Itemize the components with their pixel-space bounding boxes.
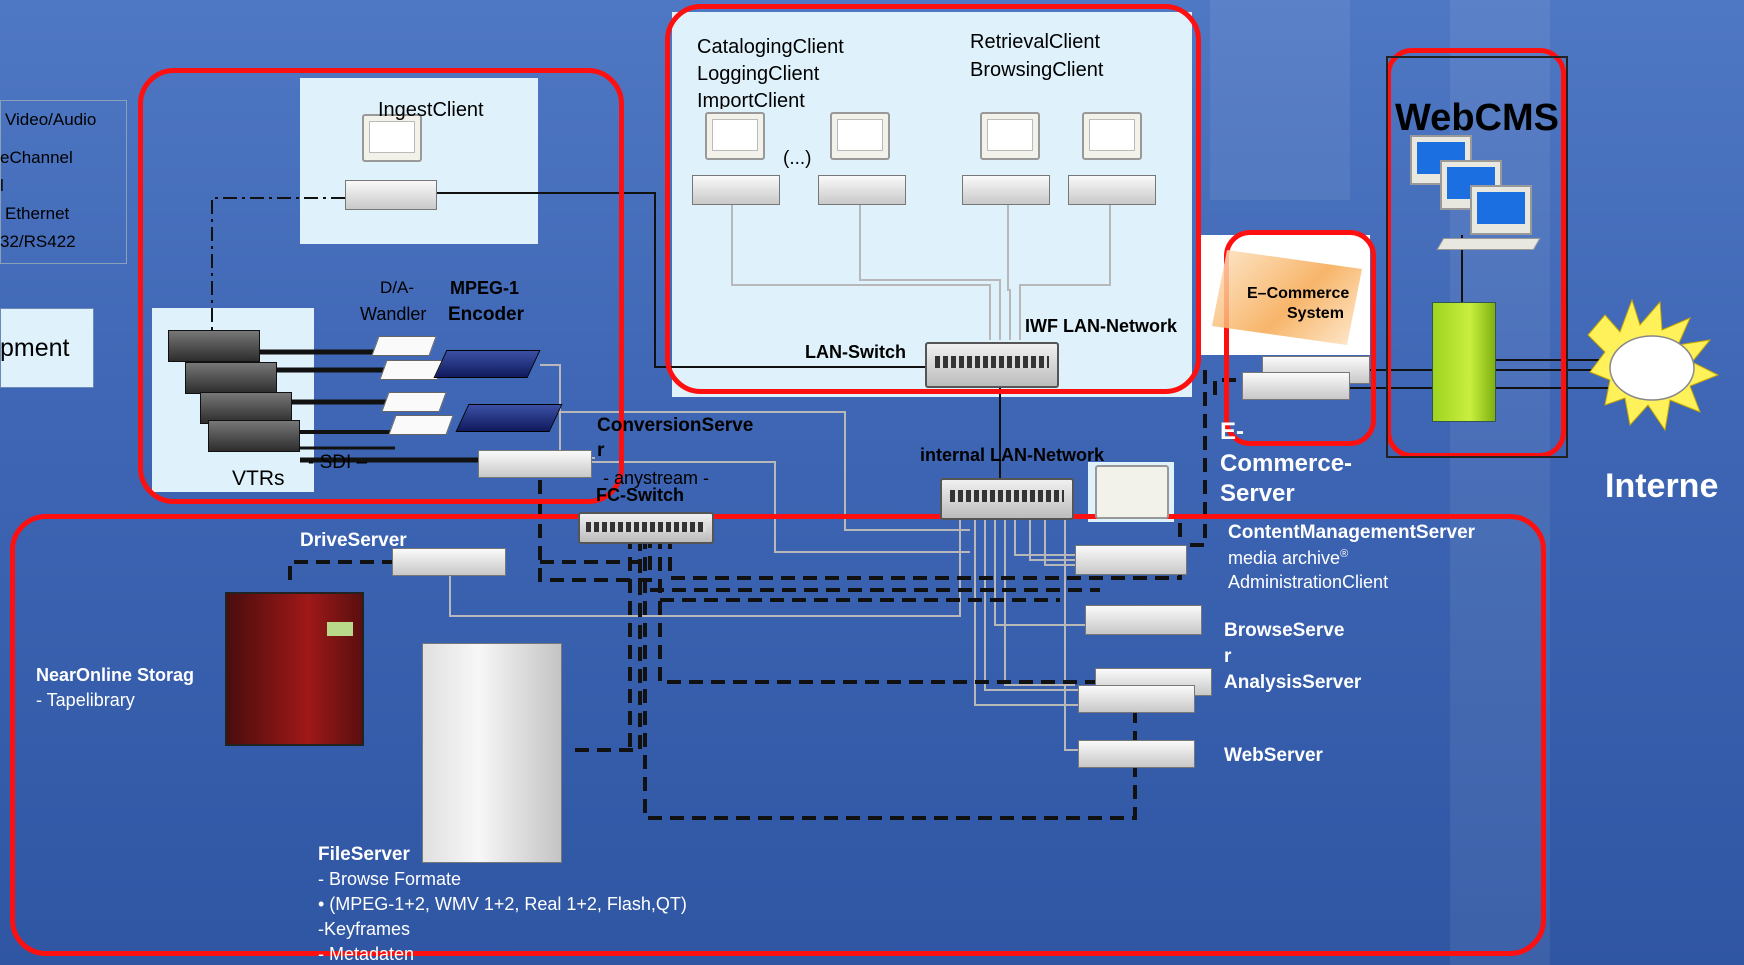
client-label-browsing: BrowsingClient bbox=[970, 59, 1104, 81]
legend-item-rs422: 32/RS422 bbox=[0, 232, 76, 251]
client-label-import: ImportClient bbox=[697, 90, 805, 109]
webcms-title: WebCMS bbox=[1395, 97, 1559, 139]
legend-item-l: l bbox=[0, 176, 4, 195]
fileserver-title: FileServer bbox=[318, 844, 410, 865]
client-label-cataloging: CatalogingClient bbox=[697, 36, 844, 58]
anystream-label: - anystream - bbox=[603, 468, 710, 488]
da-converter-icon bbox=[388, 415, 454, 435]
encoder-label-line1: MPEG-1 bbox=[450, 278, 520, 298]
clients-ellipsis: (...) bbox=[783, 148, 812, 169]
vtr-deck-icon bbox=[200, 392, 292, 424]
registered-mark: ® bbox=[1340, 548, 1349, 560]
legend-box bbox=[0, 100, 127, 264]
analysis-server-label: AnalysisServer bbox=[1224, 672, 1362, 693]
ecommerce-server-line2: Commerce- bbox=[1220, 450, 1353, 477]
retrieval-monitor-icon bbox=[980, 112, 1040, 160]
cms-server-icon bbox=[1075, 545, 1187, 575]
conversion-server-icon bbox=[478, 450, 592, 478]
cms-sub-line2: AdministrationClient bbox=[1228, 572, 1389, 592]
tape-library-icon bbox=[225, 592, 364, 746]
cataloging-pc-icon bbox=[692, 175, 780, 205]
webcms-tower-icon bbox=[1432, 302, 1496, 422]
import-pc-icon bbox=[818, 175, 906, 205]
fileserver-line: - Metadaten bbox=[318, 944, 415, 964]
encoder-label-line2: Encoder bbox=[448, 304, 525, 325]
servers-highlight bbox=[10, 514, 1546, 956]
cms-sub-line1: media archive® bbox=[1228, 548, 1348, 570]
lan-switch-label: LAN-Switch bbox=[805, 342, 906, 362]
browsing-pc-icon bbox=[1068, 175, 1156, 205]
drive-server-label: DriveServer bbox=[300, 530, 407, 551]
storage-sub: - Tapelibrary bbox=[36, 690, 135, 710]
lan-switch-icon bbox=[925, 342, 1059, 388]
import-monitor-icon bbox=[830, 112, 890, 160]
mpeg-encoder-icon bbox=[433, 350, 541, 378]
equipment-box bbox=[0, 308, 94, 388]
fc-switch-label: FC-Switch bbox=[596, 485, 684, 505]
iwf-network-label: IWF LAN-Network bbox=[1025, 316, 1177, 336]
ecommerce-box-icon bbox=[1212, 250, 1362, 345]
vtr-deck-icon bbox=[185, 362, 277, 394]
ingest-pc-icon bbox=[345, 180, 437, 210]
client-label-retrieval: RetrievalClient bbox=[970, 31, 1101, 53]
webcms-monitor-icon bbox=[1470, 185, 1532, 235]
ingest-highlight bbox=[138, 68, 624, 504]
browse-server-icon bbox=[1085, 605, 1202, 635]
clients-highlight bbox=[665, 4, 1201, 394]
sdi-label: - SDI – bbox=[308, 452, 368, 473]
fileserver-line: -Keyframes bbox=[318, 919, 411, 939]
legend-item-channel: eChannel bbox=[0, 148, 73, 167]
storage-title: NearOnline Storag bbox=[36, 665, 195, 685]
analysis-server-icon bbox=[1078, 685, 1195, 713]
internal-network-label: internal LAN-Network bbox=[920, 445, 1105, 465]
internal-switch-icon bbox=[940, 478, 1074, 520]
vtr-deck-icon bbox=[168, 330, 260, 362]
da-label-line1: D/A- bbox=[380, 278, 414, 297]
cms-monitor-icon bbox=[1095, 465, 1169, 519]
web-server-icon bbox=[1078, 740, 1195, 768]
internet-label: Interne bbox=[1605, 467, 1719, 505]
vtr-deck-icon bbox=[208, 420, 300, 452]
client-label-logging: LoggingClient bbox=[697, 63, 820, 85]
legend-item-ethernet: Ethernet bbox=[5, 204, 70, 223]
ecommerce-highlight bbox=[1224, 230, 1376, 446]
ecommerce-box-line1: E–Commerce bbox=[1247, 285, 1350, 302]
da-converter-icon bbox=[381, 392, 447, 412]
cms-title: ContentManagementServer bbox=[1228, 522, 1476, 543]
ecommerce-box-line2: System bbox=[1287, 305, 1344, 322]
legend-item-video-audio: Video/Audio bbox=[5, 110, 97, 129]
fc-switch-icon bbox=[578, 512, 714, 544]
ingest-monitor-icon bbox=[362, 114, 422, 162]
ecommerce-server-line1: E- bbox=[1220, 418, 1244, 445]
da-converter-icon bbox=[371, 336, 437, 356]
conversion-label-line1: ConversionServe bbox=[597, 415, 754, 436]
ecommerce-server-icon bbox=[1242, 372, 1350, 400]
fileserver-line: • (MPEG-1+2, WMV 1+2, Real 1+2, Flash,QT… bbox=[318, 894, 687, 914]
ecommerce-server-line3: Server bbox=[1220, 480, 1295, 507]
background-stripe bbox=[1210, 0, 1350, 200]
webcms-frame bbox=[1386, 56, 1568, 458]
retrieval-pc-icon bbox=[962, 175, 1050, 205]
vtrs-label: VTRs bbox=[232, 467, 285, 490]
fileserver-line: - Browse Formate bbox=[318, 869, 462, 889]
webcms-highlight bbox=[1386, 48, 1566, 458]
browsing-monitor-icon bbox=[1082, 112, 1142, 160]
mpeg-encoder-icon bbox=[455, 404, 563, 432]
ingest-client-label: IngestClient bbox=[378, 99, 484, 121]
drive-server-icon bbox=[392, 548, 506, 576]
browse-server-label-line1: BrowseServe bbox=[1224, 620, 1345, 641]
file-server-icon bbox=[422, 643, 562, 863]
equipment-label: pment bbox=[0, 334, 70, 362]
webcms-keyboard-icon bbox=[1436, 238, 1541, 250]
cms-sub-text: media archive bbox=[1228, 548, 1341, 568]
conversion-label-line2: r bbox=[597, 440, 605, 461]
browse-server-label-line2: r bbox=[1224, 646, 1232, 667]
web-server-label: WebServer bbox=[1224, 745, 1323, 766]
cataloging-monitor-icon bbox=[705, 112, 765, 160]
da-label-line2: Wandler bbox=[360, 304, 427, 324]
